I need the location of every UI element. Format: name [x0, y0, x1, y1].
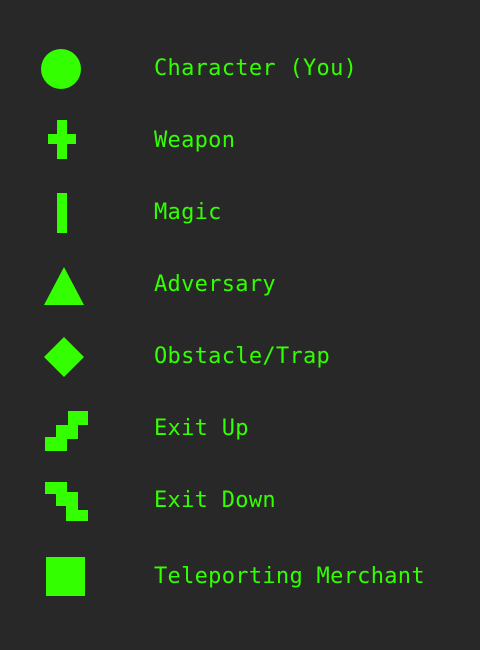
- diamond-icon: [36, 333, 88, 381]
- stairs-down-icon: [36, 477, 88, 525]
- legend-item-exit-down: Exit Down: [0, 477, 480, 525]
- dagger-icon: [36, 117, 88, 165]
- legend-item-magic: Magic: [0, 189, 480, 237]
- stairs-up-icon: [36, 405, 88, 453]
- legend-item-merchant: Teleporting Merchant: [0, 553, 480, 601]
- legend-label: Obstacle/Trap: [154, 344, 331, 369]
- legend-label: Weapon: [154, 128, 236, 153]
- triangle-icon: [36, 261, 88, 309]
- legend-label: Teleporting Merchant: [154, 564, 425, 589]
- legend-label: Exit Up: [154, 416, 249, 441]
- legend-label: Magic: [154, 200, 222, 225]
- legend-item-weapon: Weapon: [0, 117, 480, 165]
- legend-item-character: Character (You): [0, 45, 480, 93]
- legend-label: Adversary: [154, 272, 276, 297]
- square-icon: [36, 553, 88, 601]
- legend-label: Character (You): [154, 56, 358, 81]
- legend-item-exit-up: Exit Up: [0, 405, 480, 453]
- bar-icon: [36, 189, 88, 237]
- legend-label: Exit Down: [154, 488, 276, 513]
- legend-item-obstacle: Obstacle/Trap: [0, 333, 480, 381]
- circle-icon: [36, 45, 88, 93]
- legend-item-adversary: Adversary: [0, 261, 480, 309]
